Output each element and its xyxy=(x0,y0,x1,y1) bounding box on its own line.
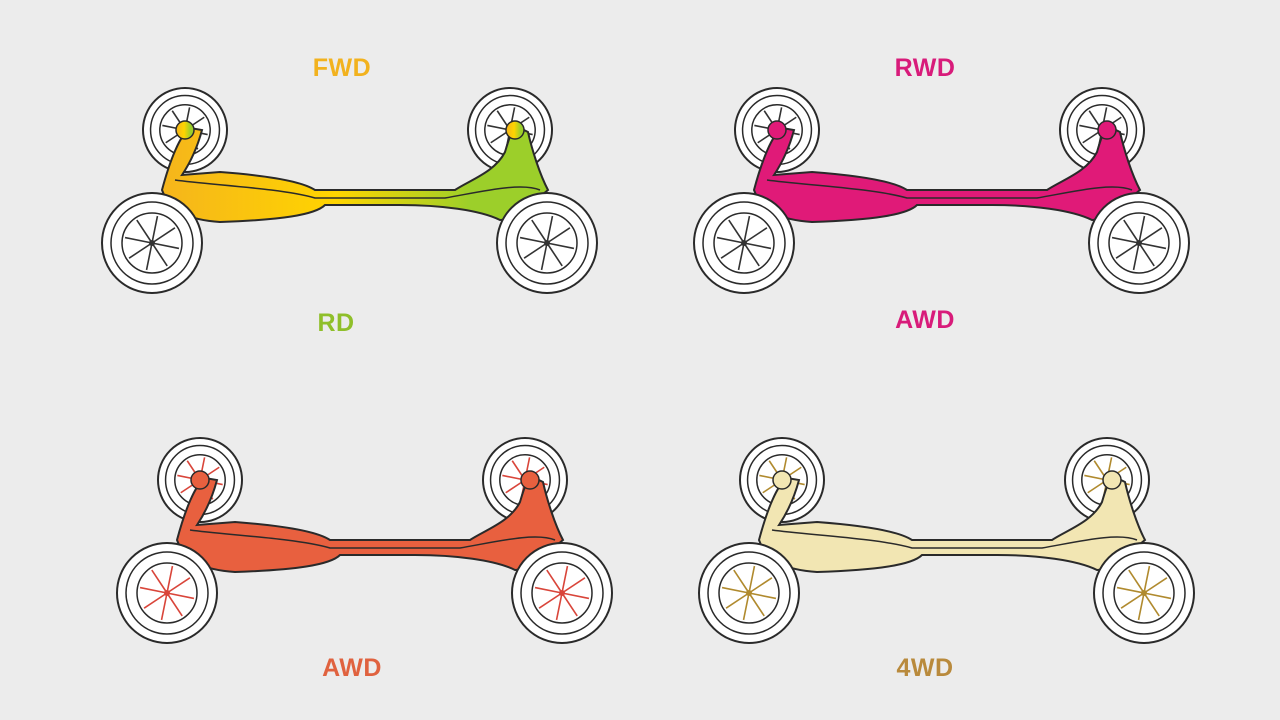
rwd-chassis-diagram xyxy=(693,87,1190,294)
awd-chassis-diagram xyxy=(116,437,613,644)
front-left-wheel xyxy=(693,192,795,294)
awd-label-lower: AWD xyxy=(322,654,382,682)
chassis-frame xyxy=(175,476,565,574)
front-right-wheel xyxy=(1093,542,1195,644)
front-right-wheel xyxy=(496,192,598,294)
4wd-chassis-diagram xyxy=(698,437,1195,644)
chassis-frame xyxy=(757,476,1147,574)
front-left-wheel xyxy=(116,542,218,644)
4wd-label: 4WD xyxy=(896,654,954,682)
rwd-label: RWD xyxy=(894,54,956,82)
front-left-wheel xyxy=(101,192,203,294)
fwd-label: FWD xyxy=(312,54,372,82)
fwd-chassis-diagram xyxy=(101,87,598,294)
front-right-wheel xyxy=(1088,192,1190,294)
chassis-frame xyxy=(752,126,1142,224)
awd-label-upper: AWD xyxy=(895,306,955,334)
rd-label: RD xyxy=(317,309,355,337)
front-right-wheel xyxy=(511,542,613,644)
front-left-wheel xyxy=(698,542,800,644)
chassis-frame xyxy=(160,126,550,224)
